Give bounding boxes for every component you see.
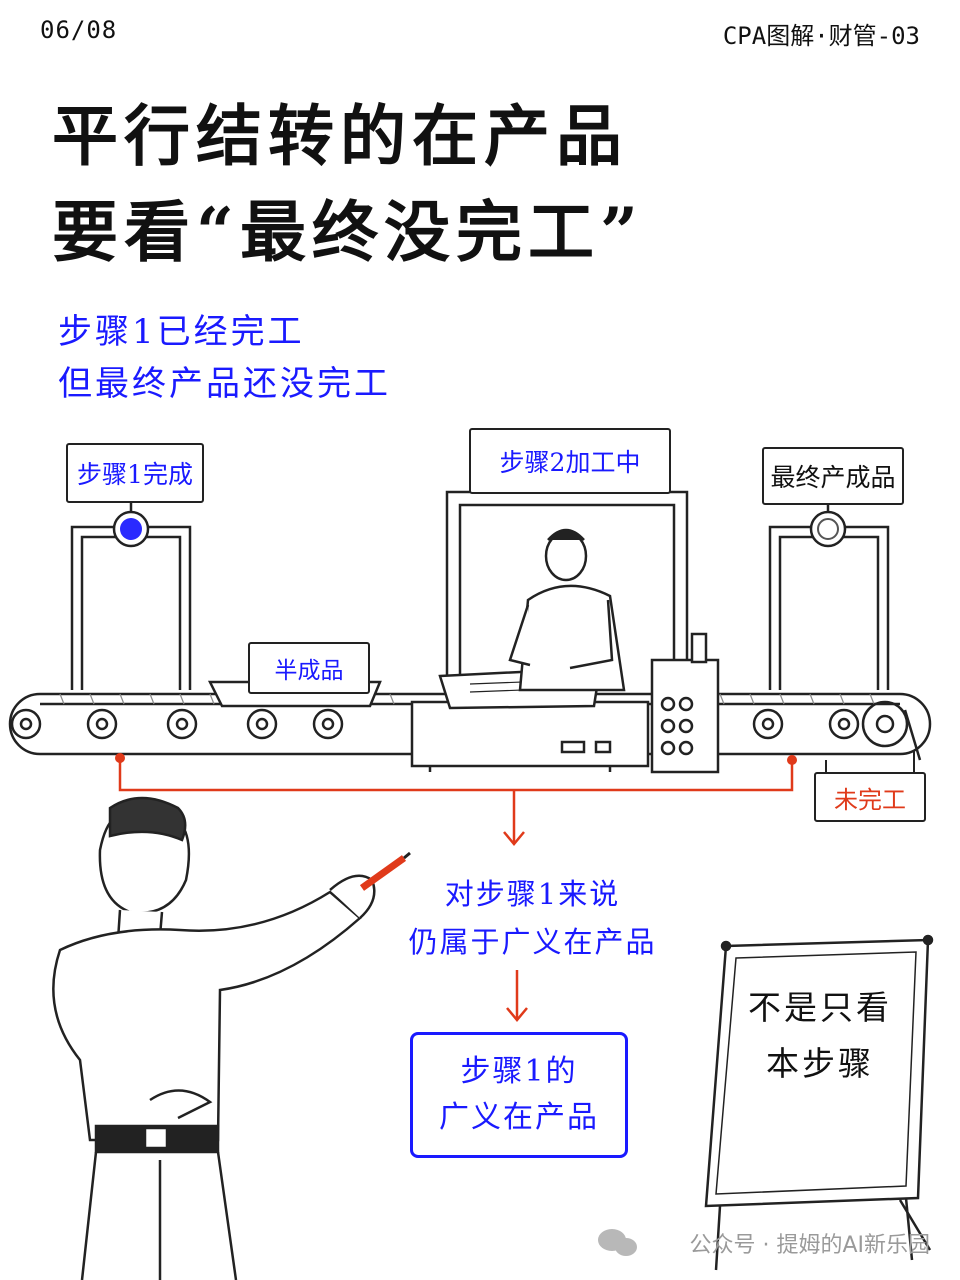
title-line-2: 要看“最终没完工” <box>52 193 644 271</box>
subtitle: 步骤1已经完工 但最终产品还没完工 <box>58 306 391 410</box>
explanation-line-2: 仍属于广义在产品 <box>408 925 657 959</box>
worker-figure <box>508 528 626 692</box>
step1-indicator-light <box>120 518 142 540</box>
control-panel <box>650 632 720 774</box>
watermark: 公众号 · 提姆的AI新乐园 <box>689 1233 930 1258</box>
wechat-logo-icon <box>598 1229 637 1256</box>
board-text: 不是只看 本步骤 <box>735 980 905 1092</box>
semi-finished-label: 半成品 <box>248 642 370 694</box>
unfinished-label: 未完工 <box>814 772 926 822</box>
subtitle-line-2: 但最终产品还没完工 <box>58 364 391 404</box>
page-title: 平行结转的在产品 要看“最终没完工” <box>52 88 644 280</box>
board-line-1: 不是只看 <box>748 988 892 1027</box>
result-line-2: 广义在产品 <box>439 1100 599 1135</box>
presenter-figure <box>52 796 376 1280</box>
result-box: 步骤1的 广义在产品 <box>410 1032 628 1158</box>
step2-processing-label: 步骤2加工中 <box>469 428 671 494</box>
result-line-1: 步骤1的 <box>460 1054 578 1089</box>
pen-icon <box>359 851 411 891</box>
red-dot-left <box>115 753 125 763</box>
red-connector <box>118 758 794 1022</box>
series-tag: CPA图解·财管-03 <box>722 22 920 50</box>
explanation-line-1: 对步骤1来说 <box>444 877 621 911</box>
explanation-text: 对步骤1来说 仍属于广义在产品 <box>400 870 665 966</box>
final-product-label: 最终产成品 <box>762 447 904 505</box>
red-dot-right <box>787 755 797 765</box>
unfinished-sign-hook <box>825 750 915 772</box>
title-line-1: 平行结转的在产品 <box>52 97 628 175</box>
board-line-2: 本步骤 <box>766 1044 874 1083</box>
page-number: 06/08 <box>40 16 118 44</box>
step1-complete-label: 步骤1完成 <box>66 443 204 503</box>
easel-board <box>704 934 934 1271</box>
subtitle-line-1: 步骤1已经完工 <box>58 312 305 352</box>
